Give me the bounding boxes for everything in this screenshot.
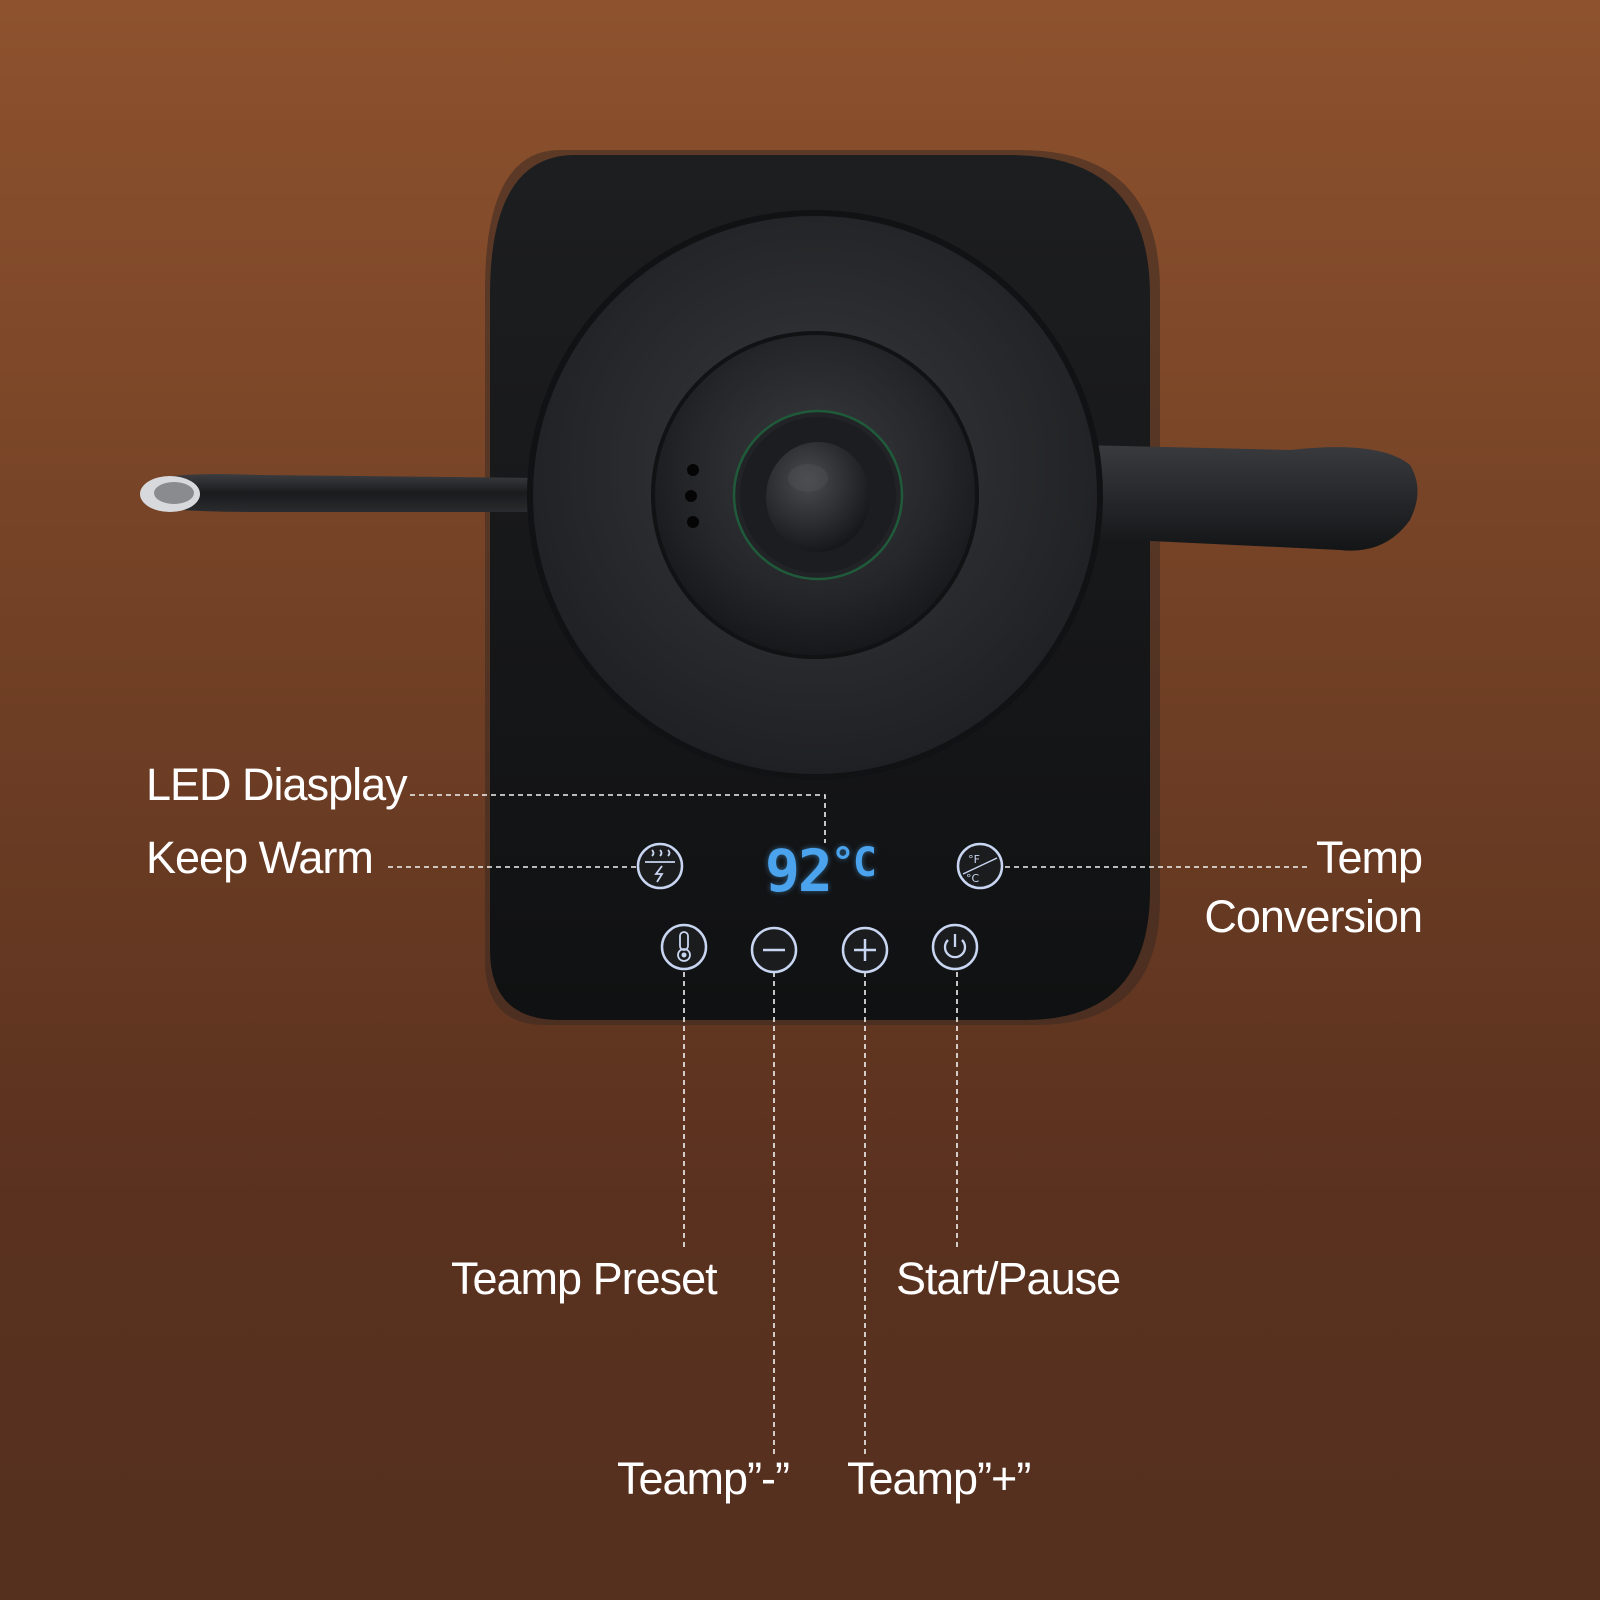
label-temp-minus: Teamp”-”	[617, 1453, 790, 1504]
start-pause-button[interactable]	[931, 923, 979, 971]
kettle-spout	[160, 474, 540, 512]
label-temp-plus: Teamp”+”	[847, 1453, 1031, 1504]
label-start-pause: Start/Pause	[896, 1253, 1121, 1304]
temp-plus-button[interactable]	[841, 926, 889, 974]
kettle-handle	[1010, 443, 1418, 551]
temp-conversion-button[interactable]: °F °C	[956, 842, 1004, 890]
celsius-label: °C	[966, 872, 980, 885]
led-unit: °C	[830, 840, 877, 886]
vent-hole	[687, 516, 699, 528]
leader-lines	[388, 794, 1308, 1458]
keep-warm-icon	[636, 842, 684, 890]
leader-led	[410, 794, 826, 843]
temp-preset-button[interactable]	[660, 923, 708, 971]
label-temp-conversion-line1: Temp	[1315, 832, 1423, 883]
temp-minus-button[interactable]	[750, 926, 798, 974]
label-keep-warm: Keep Warm	[146, 832, 374, 883]
led-temperature-readout: 92°C	[765, 838, 889, 904]
label-led-display: LED Diasplay	[146, 759, 408, 810]
label-temp-conversion-line2: Conversion	[1204, 890, 1423, 942]
vent-hole	[687, 464, 699, 476]
vent-hole	[685, 490, 697, 502]
fahrenheit-label: °F	[968, 853, 980, 866]
led-value: 92	[765, 837, 833, 905]
thermometer-icon	[660, 923, 708, 971]
label-temp-preset: Teamp Preset	[451, 1253, 718, 1304]
lid-knob	[766, 442, 870, 552]
keep-warm-button[interactable]	[636, 842, 684, 890]
label-temp-conversion: Temp Conversion	[1204, 829, 1423, 946]
